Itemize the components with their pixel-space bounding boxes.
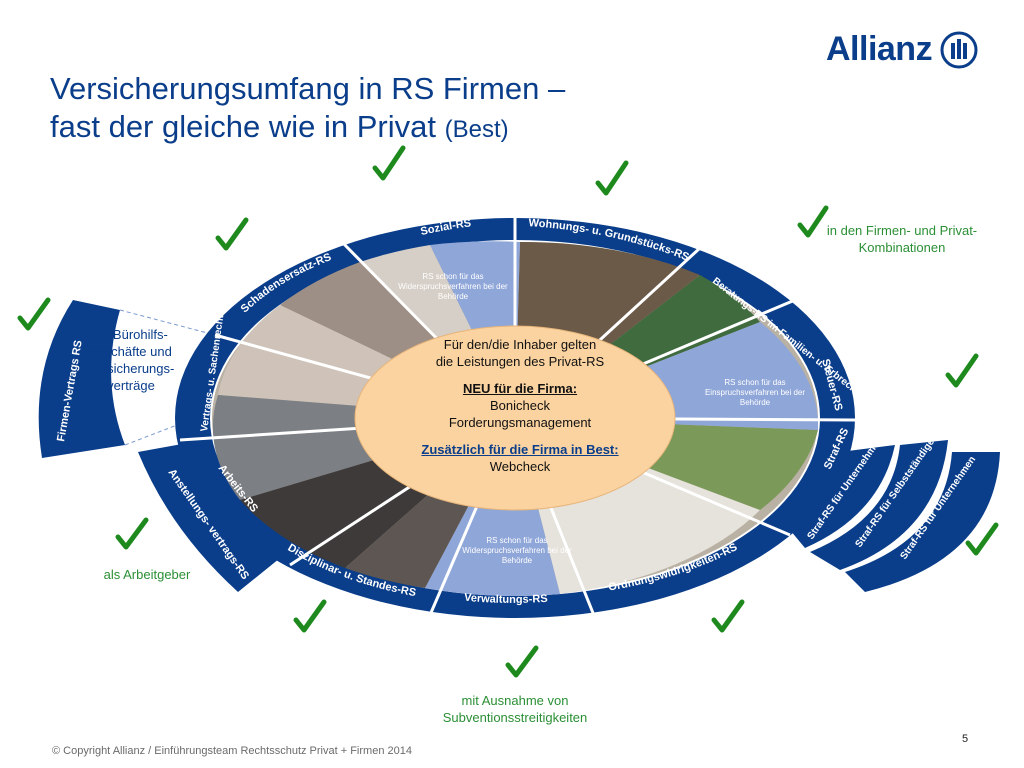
bureau-note: für Bürohilfs- geschäfte und Versicherun…: [87, 327, 175, 393]
title-suffix: (Best): [444, 116, 509, 143]
title-line-1: Versicherungsumfang in RS Firmen –: [50, 71, 566, 106]
checkmark-icon: [293, 599, 327, 633]
neu-header: NEU für die Firma:: [462, 381, 578, 396]
brand-name: Allianz: [826, 30, 933, 68]
checkmark-icon: [372, 145, 406, 181]
checkmark-icon: [215, 217, 249, 251]
center-text-block: Für den/die Inhaber gelten die Leistunge…: [380, 336, 660, 475]
checkmark-icon: [17, 297, 51, 331]
straf-unternehmen-segment: [845, 452, 1000, 592]
title-line-2: fast der gleiche wie in Privat: [50, 109, 436, 144]
checkmark-icon: [505, 645, 539, 678]
best-header: Zusätzlich für die Firma in Best:: [421, 442, 619, 457]
inner-note-top: RS schon für das Widerspruchsverfahren b…: [398, 272, 508, 301]
firmen-vertrag-segment: [38, 300, 126, 458]
allianz-logo: Allianz: [826, 30, 978, 69]
combinations-note: in den Firmen- und Privat-Kombinationen: [826, 223, 978, 255]
inner-note-bottom: RS schon für das Widerspruchsverfahren b…: [462, 536, 572, 565]
center-ellipse: [354, 325, 676, 511]
checkmark-icon: [945, 353, 979, 388]
checkmark-icon: [797, 205, 829, 238]
straf-leiter-segment: [780, 445, 895, 548]
checkmark-icon: [965, 522, 999, 556]
neu-item-bonicheck: Bonicheck: [490, 398, 550, 413]
page-title: Versicherungsumfang in RS Firmen – fast …: [50, 70, 565, 149]
exception-note: mit Ausnahme von Subventionsstreitigkeit…: [442, 693, 588, 725]
page-number: 5: [962, 733, 969, 745]
checkmark-icon: [115, 517, 149, 550]
ring-label-verwaltung: Verwaltungs-RS: [464, 592, 548, 606]
anstellung-segment: [138, 438, 290, 592]
straf-selbst-segment: [810, 440, 948, 570]
best-item-webcheck: Webcheck: [489, 459, 551, 474]
neu-item-forderung: Forderungsmanagement: [448, 415, 592, 430]
copyright-text: © Copyright Allianz / Einführungsteam Re…: [52, 745, 412, 757]
allianz-eagle-mark-icon: [940, 31, 978, 68]
checkmark-icon: [595, 160, 629, 196]
center-line-2: die Leistungen des Privat-RS: [435, 354, 605, 369]
checkmark-icon: [711, 599, 745, 633]
center-line-1: Für den/die Inhaber gelten: [443, 337, 597, 352]
employer-note: als Arbeitgeber: [103, 567, 191, 582]
inner-note-right: RS schon für das Einspruchsverfahren bei…: [704, 378, 806, 407]
